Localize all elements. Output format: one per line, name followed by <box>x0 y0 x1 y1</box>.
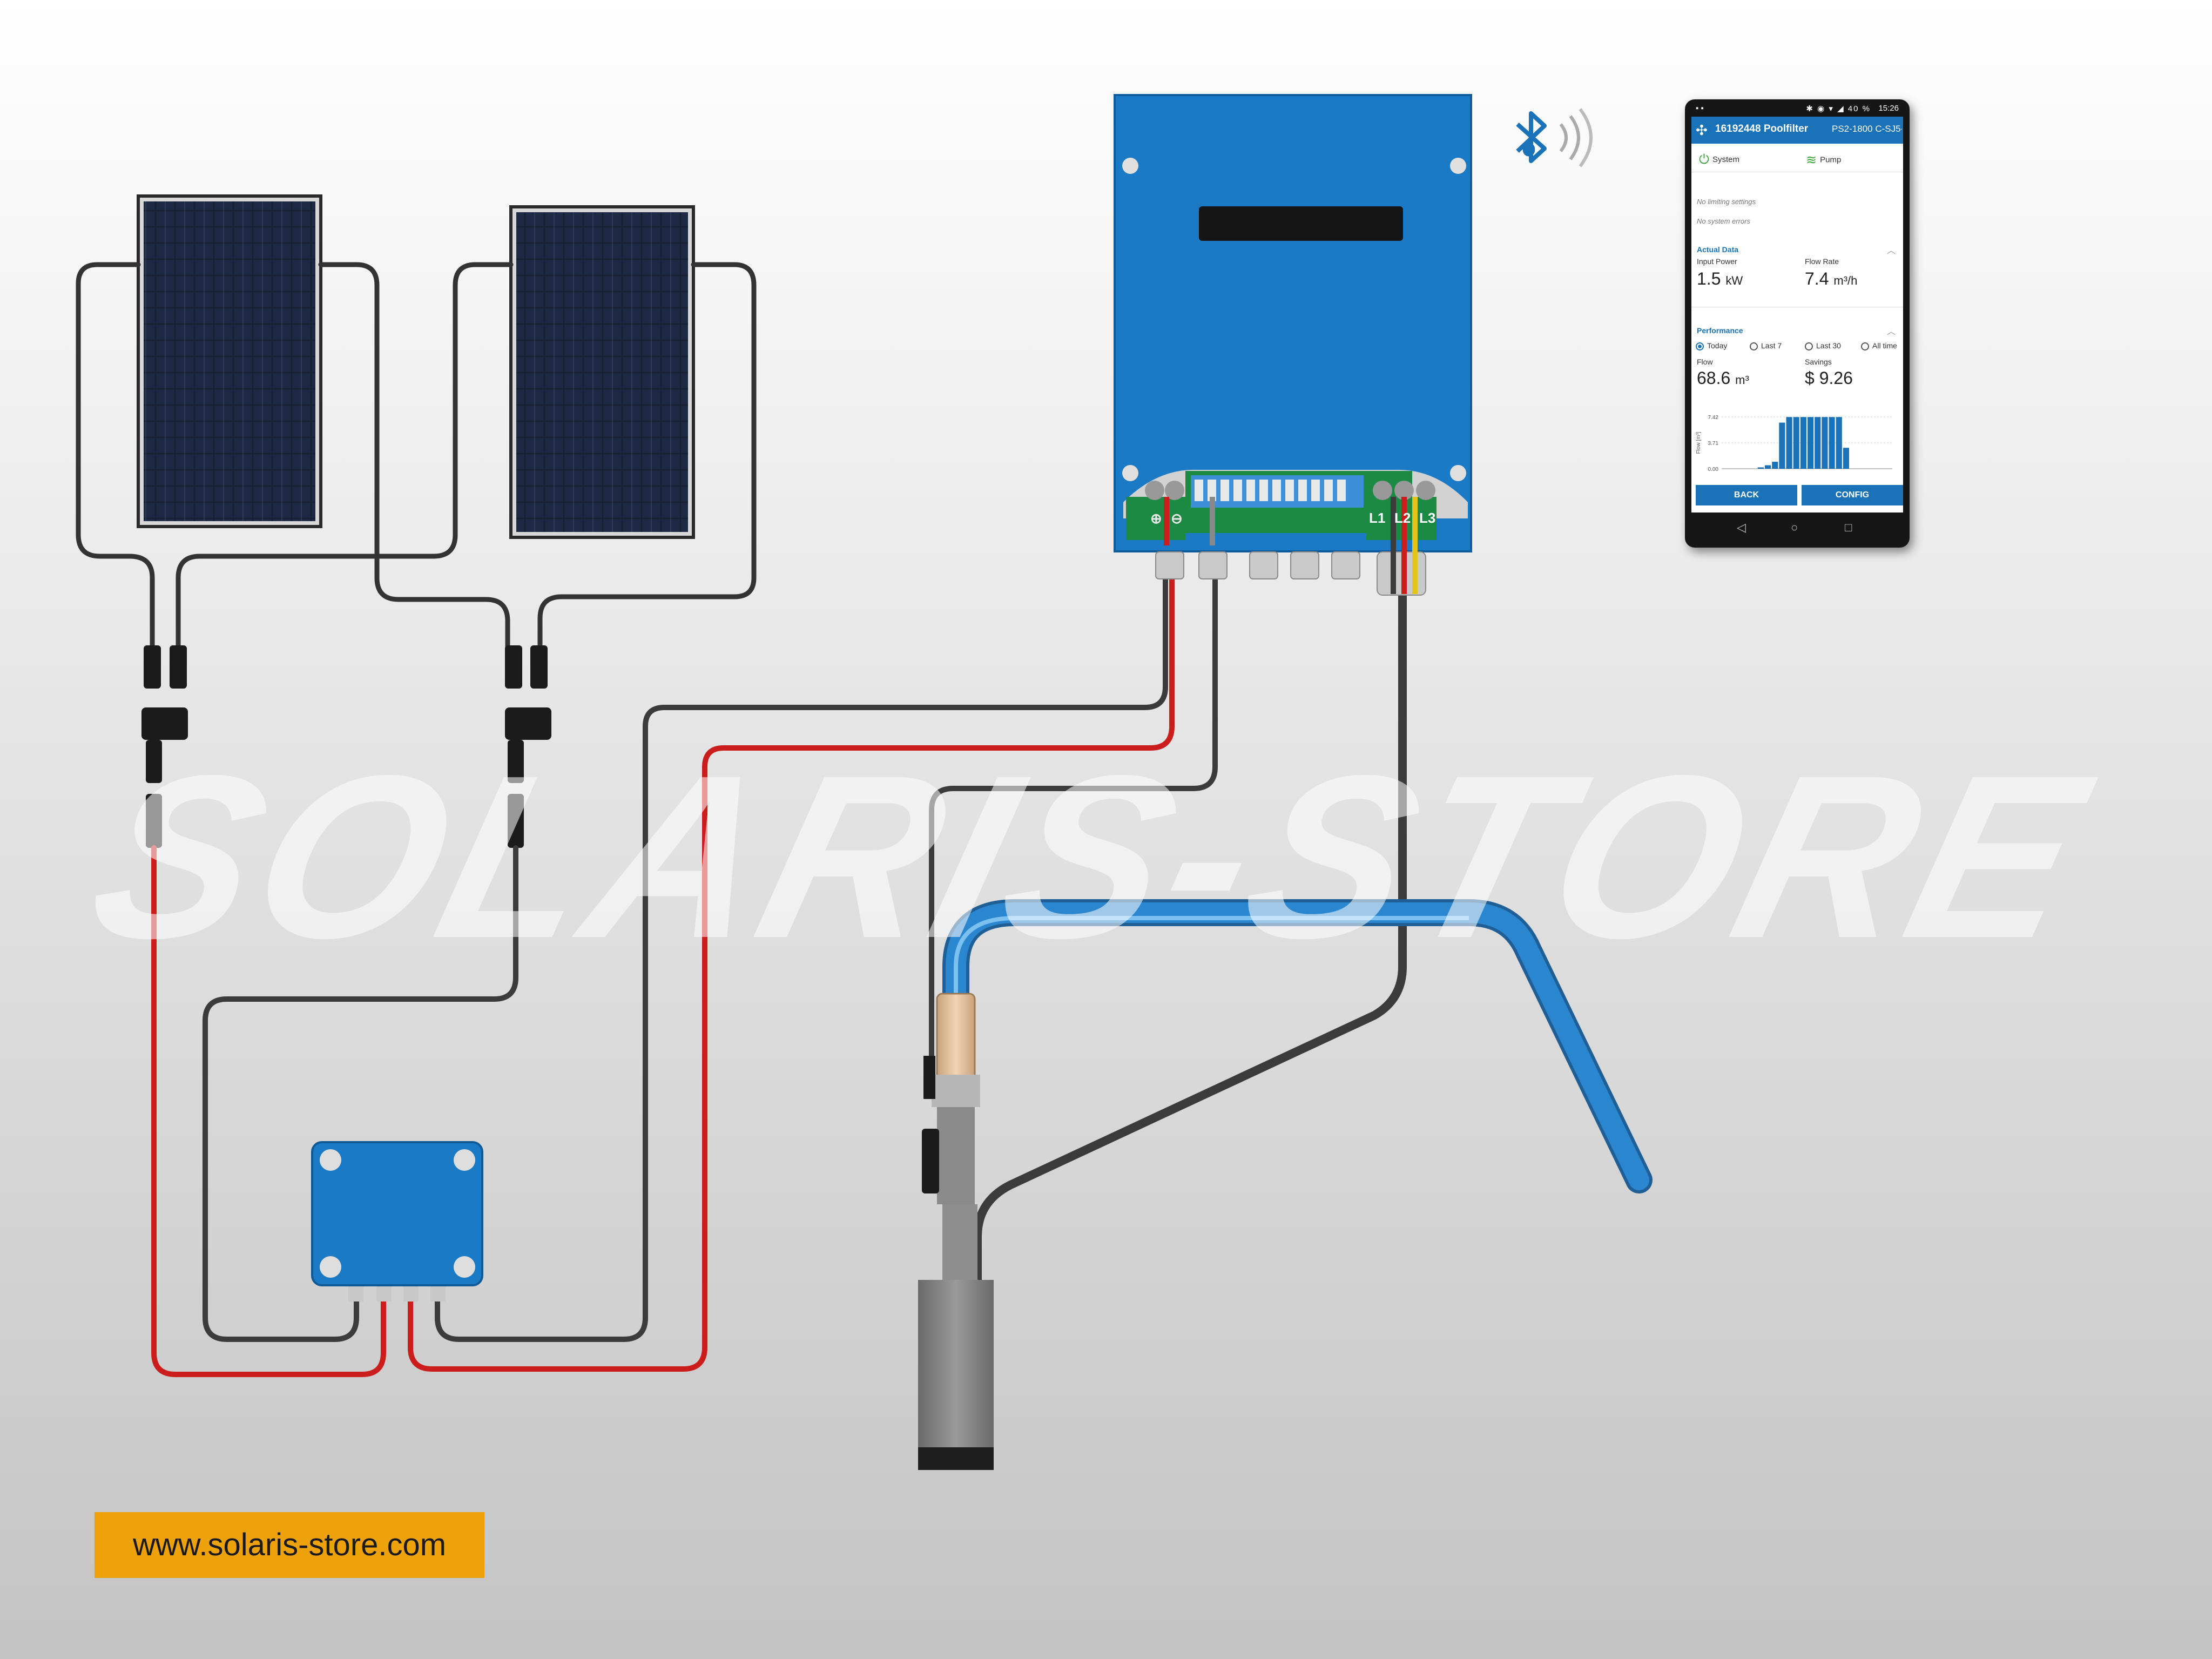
tab-system-label: System <box>1712 154 1739 164</box>
flow-value: 68.6 m³ <box>1697 368 1749 388</box>
radio-all-time[interactable]: All time <box>1861 341 1897 350</box>
radio-last-30[interactable]: Last 30 <box>1805 341 1841 350</box>
panel-wiring <box>76 262 757 651</box>
android-nav-bar: ◁ ○ □ <box>1685 516 1910 542</box>
chart-bar <box>1800 417 1806 469</box>
back-nav-icon[interactable]: ◁ <box>1737 521 1746 534</box>
dc-wiring-dark <box>203 543 1218 1342</box>
tab-system[interactable]: ⏻System <box>1699 152 1739 167</box>
savings-label: Savings <box>1805 358 1832 366</box>
chart-bar <box>1786 417 1792 469</box>
power-icon: ⏻ <box>1699 152 1709 167</box>
input-power-label: Input Power <box>1697 257 1737 266</box>
terminal-plus-label: ⊕ <box>1150 510 1162 527</box>
app-screen: ✣ 16192448 Poolfilter PS2-1800 C-SJ5-...… <box>1691 117 1903 512</box>
home-nav-icon[interactable]: ○ <box>1791 521 1798 534</box>
radio-last-7-label: Last 7 <box>1761 341 1782 350</box>
flow-rate-unit: m³/h <box>1833 274 1858 287</box>
actual-data-heading: Actual Data <box>1697 245 1739 254</box>
flow-rate-label: Flow Rate <box>1805 257 1839 266</box>
terminal-l3-label: L3 <box>1419 510 1436 526</box>
flow-rate-number: 7.4 <box>1805 269 1829 288</box>
chart-bar <box>1793 417 1799 469</box>
input-power-unit: kW <box>1725 274 1743 287</box>
phone: ▪ ▪ ✱ ◉ ▾ ◢ 40 % 15:26 ✣ 16192448 Poolfi… <box>1685 99 1910 548</box>
radio-last-30-dot <box>1805 342 1813 350</box>
status-icons: ✱ ◉ ▾ ◢ 40 % <box>1806 104 1871 113</box>
app-title: 16192448 Poolfilter <box>1715 123 1809 134</box>
radio-today-label: Today <box>1707 341 1728 350</box>
bluetooth-signal-icon <box>1516 108 1593 167</box>
controller-display <box>1199 206 1403 241</box>
tab-pump[interactable]: ≋Pump <box>1806 152 1841 168</box>
water-pipe-highlight <box>954 916 1469 1004</box>
radio-last-7[interactable]: Last 7 <box>1750 341 1782 350</box>
notification-icons: ▪ ▪ <box>1696 104 1704 113</box>
performance-heading: Performance <box>1697 326 1743 335</box>
chevron-up-icon[interactable]: ︿ <box>1886 246 1896 255</box>
pump-icon: ≋ <box>1806 153 1817 167</box>
website-badge[interactable]: www.solaris-store.com <box>95 1512 484 1578</box>
chart-bar <box>1772 462 1778 469</box>
chart-bar <box>1808 417 1814 469</box>
flow-unit: m³ <box>1735 373 1749 387</box>
flow-number: 68.6 <box>1697 368 1731 388</box>
pump-controller <box>1114 94 1472 596</box>
app-model: PS2-1800 C-SJ5-... <box>1832 124 1902 134</box>
radio-today[interactable]: Today <box>1696 341 1727 350</box>
chart-bar <box>1843 448 1849 469</box>
radio-today-dot <box>1696 342 1704 350</box>
chart-tick-label: 0.00 <box>1708 467 1719 473</box>
chart-tick-label: 7.42 <box>1708 415 1719 421</box>
radio-last-30-label: Last 30 <box>1816 341 1841 350</box>
radio-all-time-dot <box>1861 342 1869 350</box>
status-bar: ▪ ▪ ✱ ◉ ▾ ◢ 40 % 15:26 <box>1692 103 1902 114</box>
savings-value: $ 9.26 <box>1805 368 1853 388</box>
motor-cable <box>973 590 1407 1290</box>
chart-bar <box>1765 465 1771 469</box>
tab-pump-label: Pump <box>1820 155 1842 165</box>
chart-bar <box>1815 417 1821 469</box>
chevron-up-icon[interactable]: ︿ <box>1886 327 1896 336</box>
back-button[interactable]: BACK <box>1696 485 1797 505</box>
solar-panel-2 <box>509 205 695 539</box>
watermark: SOLARIS-STORE <box>70 727 2110 987</box>
input-power-value: 1.5 kW <box>1697 269 1743 289</box>
flow-label: Flow <box>1697 358 1713 366</box>
chart-ylabel: Flow [m³] <box>1696 431 1702 454</box>
junction-box <box>311 1141 483 1301</box>
recents-nav-icon[interactable]: □ <box>1845 521 1852 534</box>
terminal-l2-label: L2 <box>1394 510 1411 526</box>
terminal-minus-label: ⊖ <box>1171 510 1183 527</box>
radio-all-time-label: All time <box>1872 341 1897 350</box>
chart-tick-label: 3.71 <box>1708 441 1719 447</box>
radio-last-7-dot <box>1750 342 1758 350</box>
dc-wiring-red <box>151 543 1175 1377</box>
app-logo-icon: ✣ <box>1696 122 1708 138</box>
chart-bar <box>1757 467 1764 469</box>
chart-bar <box>1829 417 1835 469</box>
tab-row: ⏻System ≋Pump <box>1691 145 1903 172</box>
app-bar: ✣ 16192448 Poolfilter PS2-1800 C-SJ5-... <box>1691 117 1903 144</box>
input-power-number: 1.5 <box>1697 269 1721 288</box>
chart-bar <box>1836 417 1842 469</box>
chart-bar <box>1779 422 1785 469</box>
terminal-l1-label: L1 <box>1369 510 1386 526</box>
limiting-message: No limiting settings <box>1697 198 1756 206</box>
flow-rate-value: 7.4 m³/h <box>1805 269 1857 289</box>
status-time: 15:26 <box>1878 104 1899 113</box>
flow-chart: Flow [m³] 7.42 3.71 0.00 <box>1696 415 1892 473</box>
config-button[interactable]: CONFIG <box>1802 485 1903 505</box>
mc4-connectors-right <box>505 645 551 848</box>
mc4-connectors-left <box>141 645 188 848</box>
errors-message: No system errors <box>1697 217 1750 225</box>
battery-level: 40 % <box>1847 104 1871 113</box>
submersible-pump <box>918 993 994 1470</box>
solar-panel-1 <box>137 194 322 528</box>
chart-bar <box>1822 417 1828 469</box>
